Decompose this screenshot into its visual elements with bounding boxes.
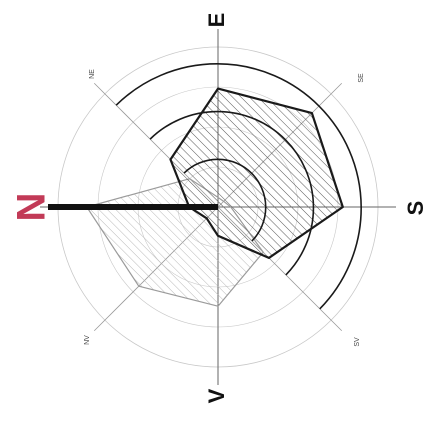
frequency-areas xyxy=(86,87,344,307)
frequency-arcs xyxy=(115,63,362,310)
label-northeast: NE xyxy=(89,69,96,79)
frequency-arc-2 xyxy=(149,110,315,276)
label-north: N xyxy=(10,193,54,222)
label-west: V xyxy=(204,388,229,403)
label-southeast: SE xyxy=(358,73,365,83)
label-southwest: SV xyxy=(354,337,361,347)
label-northwest: NV xyxy=(84,335,91,345)
frequency-arc-3 xyxy=(115,63,362,310)
label-east: E xyxy=(204,13,229,28)
primary-frequency-polygon xyxy=(169,87,344,260)
label-south: S xyxy=(403,201,428,216)
frequency-arc-1 xyxy=(183,158,267,242)
